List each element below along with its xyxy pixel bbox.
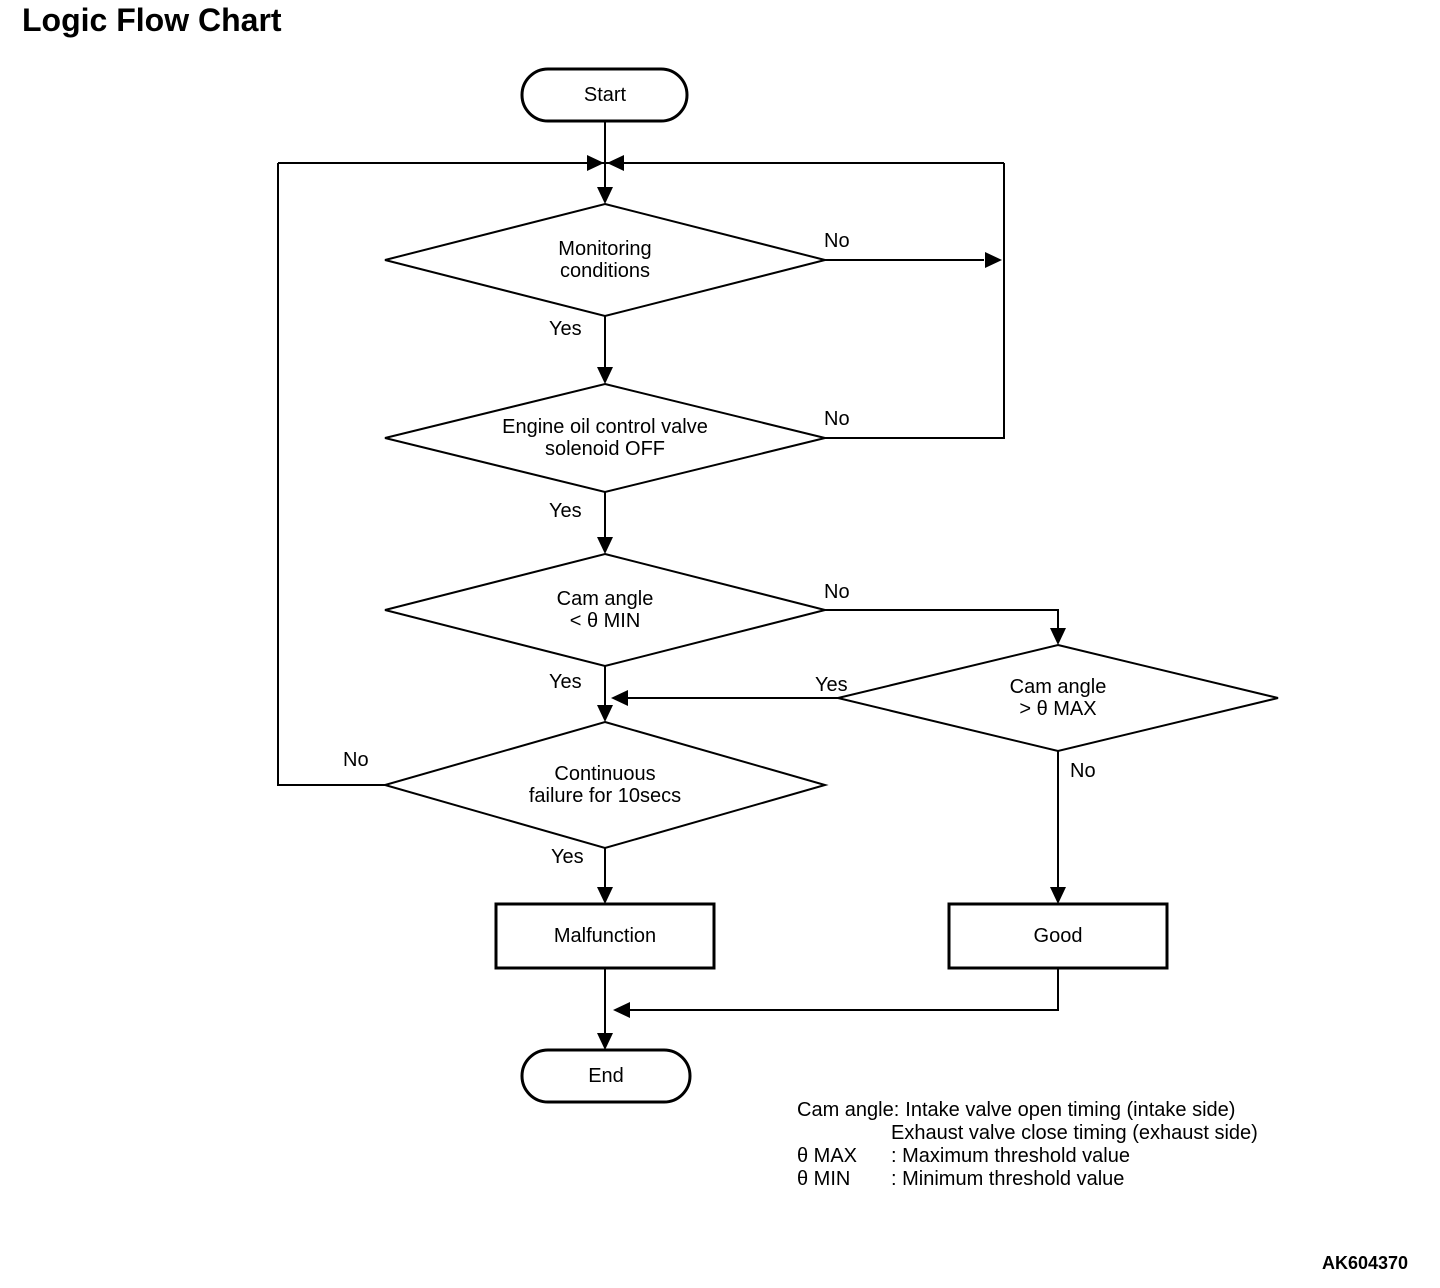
legend-desc: Intake valve open timing (intake side) (905, 1099, 1236, 1121)
edge-cam-min-no (825, 609, 1059, 628)
page-title: Logic Flow Chart (22, 2, 282, 38)
decision-cam-min-shape (384, 552, 826, 668)
legend: Cam angle: Intake valve open timing (int… (797, 1099, 1258, 1191)
edge-label-cam-min-no: No (824, 581, 850, 603)
decision-failure-shape (381, 720, 829, 850)
start-terminal-shape (520, 67, 689, 123)
legend-row-cam-angle: Cam angle: Intake valve open timing (int… (797, 1099, 1258, 1122)
edge-failure-no-feedback (277, 163, 385, 786)
good-box-label: Good (1033, 925, 1083, 947)
arrowhead-into-solenoid (597, 367, 613, 384)
edge-label-monitoring-yes: Yes (549, 318, 582, 340)
legend-row-cam-angle-cont: Exhaust valve close timing (exhaust side… (797, 1122, 1258, 1145)
start-terminal-label: Start (583, 84, 627, 106)
figure-code: AK604370 (1322, 1253, 1409, 1273)
decision-solenoid-shape (384, 382, 826, 494)
arrowhead-good-merge (613, 1002, 630, 1018)
legend-desc: : Minimum threshold value (891, 1168, 1125, 1190)
decision-cam-max-label: Cam angle > θ MAX (1009, 676, 1107, 720)
edge-label-monitoring-no: No (824, 230, 850, 252)
arrowhead-into-cam-min (597, 537, 613, 554)
edge-label-cam-min-yes: Yes (549, 671, 582, 693)
arrowhead-into-good (1050, 887, 1066, 904)
edge-label-solenoid-no: No (824, 408, 850, 430)
legend-desc: : Maximum threshold value (891, 1145, 1130, 1167)
arrowhead-into-failure (597, 705, 613, 722)
legend-row-theta-min: θ MIN : Minimum threshold value (797, 1168, 1258, 1191)
arrowhead-monitoring-no (985, 252, 1002, 268)
end-terminal-shape (520, 1048, 692, 1104)
edge-label-solenoid-yes: Yes (549, 500, 582, 522)
legend-term: θ MIN (797, 1168, 851, 1190)
legend-term (797, 1122, 885, 1145)
decision-monitoring-label: Monitoring conditions (558, 238, 652, 282)
decision-monitoring-shape (384, 202, 826, 318)
end-terminal-label: End (588, 1065, 624, 1087)
edge-solenoid-no-feedback (825, 163, 1005, 439)
legend-term: θ MAX (797, 1145, 858, 1167)
decision-solenoid-label: Engine oil control valve solenoid OFF (502, 416, 708, 460)
arrowhead-into-end (597, 1033, 613, 1050)
arrowhead-junction-from-right (607, 155, 624, 171)
legend-term: Cam angle: (797, 1099, 900, 1121)
arrowhead-into-malfunction (597, 887, 613, 904)
decision-cam-min-label: Cam angle < θ MIN (556, 588, 654, 632)
edge-label-cam-max-yes: Yes (815, 674, 848, 696)
edge-label-failure-yes: Yes (551, 846, 584, 868)
edge-label-cam-max-no: No (1070, 760, 1096, 782)
arrowhead-cam-max-yes (611, 690, 628, 706)
arrowhead-into-cam-max (1050, 628, 1066, 645)
malfunction-box-label: Malfunction (553, 925, 657, 947)
decision-failure-label: Continuous failure for 10secs (528, 763, 682, 807)
legend-row-theta-max: θ MAX : Maximum threshold value (797, 1145, 1258, 1168)
legend-desc: Exhaust valve close timing (exhaust side… (891, 1122, 1258, 1144)
good-box-shape (947, 902, 1169, 970)
arrowhead-junction-from-left (587, 155, 604, 171)
edge-good-merge (630, 968, 1059, 1011)
edge-label-failure-no: No (343, 749, 369, 771)
arrowhead-into-monitoring (597, 187, 613, 204)
decision-cam-max-shape (837, 643, 1279, 753)
